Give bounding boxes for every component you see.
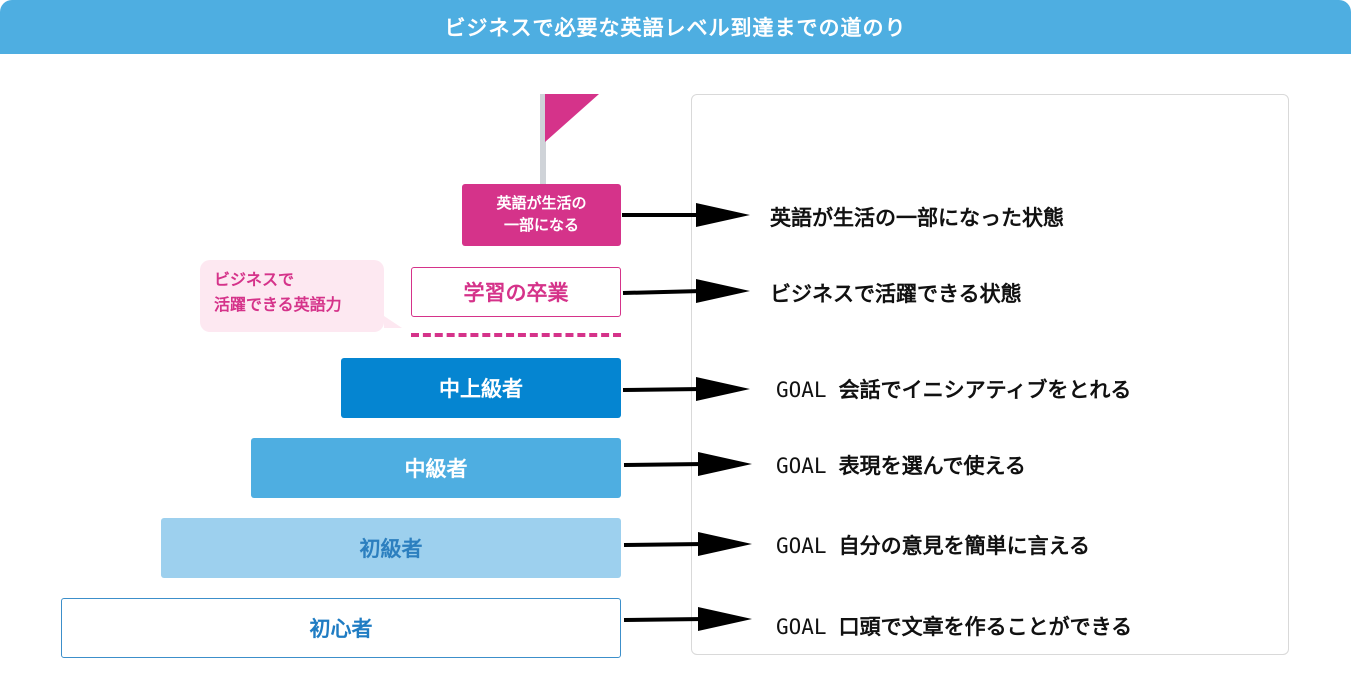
goal-intermediate: GOAL 表現を選んで使える [776,450,1026,480]
goal-panel [691,94,1289,655]
page-title: ビジネスで必要な英語レベル到達までの道のり [0,0,1351,54]
level-top-line1: 英語が生活の [496,194,587,213]
goal-text: 会話でイニシアティブをとれる [838,378,1132,402]
callout-line2: 活躍できる英語力 [214,294,342,314]
callout-line1: ビジネスで [214,270,295,289]
level-intermediate: 中級者 [251,438,621,498]
goal-tag: GOAL [776,378,827,402]
level-graduation: 学習の卒業 [411,267,621,317]
callout-tail [384,316,402,328]
goal-text: 表現を選んで使える [838,454,1026,478]
dashed-divider [411,333,621,337]
level-top-line2: 一部になる [503,216,579,234]
level-upper-intermediate: 中上級者 [341,358,621,418]
flag-pole [540,94,546,186]
goal-novice: GOAL 口頭で文章を作ることができる [776,611,1132,641]
arrow-right-icon [622,203,750,227]
arrow-right-icon [622,279,750,303]
flag-icon [545,94,599,142]
goal-upper-intermediate: GOAL 会話でイニシアティブをとれる [776,374,1131,404]
goal-tag: GOAL [776,454,827,478]
goal-tag: GOAL [776,615,827,639]
callout-bubble: ビジネスで 活躍できる英語力 [200,260,384,332]
description-graduation: ビジネスで活躍できる状態 [770,282,1022,306]
goal-tag: GOAL [776,534,827,558]
arrow-right-icon [623,452,752,476]
level-beginner: 初級者 [161,518,621,578]
goal-text: 自分の意見を簡単に言える [838,534,1090,558]
level-top: 英語が生活の 一部になる [462,184,621,246]
arrow-right-icon [623,607,752,631]
description-top: 英語が生活の一部になった状態 [770,206,1064,230]
level-novice: 初心者 [61,598,621,658]
arrow-right-icon [623,532,752,556]
goal-text: 口頭で文章を作ることができる [838,615,1133,639]
arrow-right-icon [622,377,750,401]
goal-beginner: GOAL 自分の意見を簡単に言える [776,530,1090,560]
